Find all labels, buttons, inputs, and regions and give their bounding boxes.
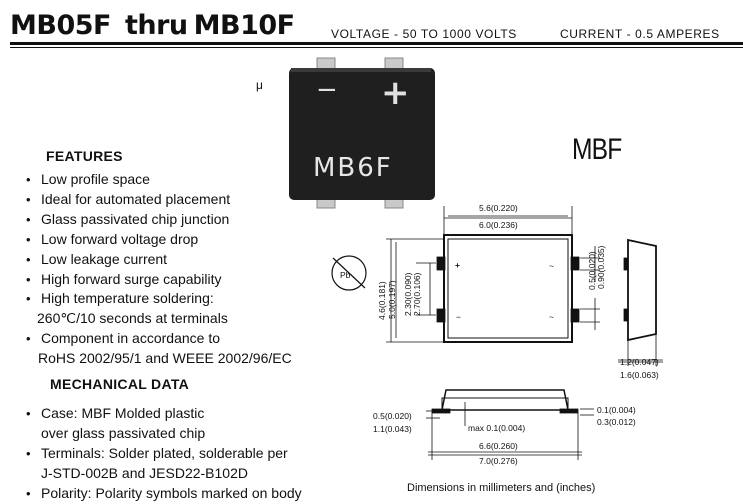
dim-lead-thickness-1: 0.5(0.020)	[373, 411, 412, 421]
side-view-body	[627, 238, 657, 342]
mu-symbol: μ	[256, 78, 263, 92]
dim-overall-2: 7.0(0.276)	[479, 456, 518, 466]
top-view-lead	[570, 308, 580, 323]
dim-pitch-2: 2.70(0.106)	[412, 272, 422, 316]
mechanical-list: Case: MBF Molded plastic over glass pass…	[26, 404, 302, 504]
feature-item: Low leakage current	[26, 250, 292, 270]
top-view-lead	[436, 308, 446, 323]
mechanical-heading: MECHANICAL DATA	[50, 376, 190, 392]
package-minus: −	[316, 75, 338, 105]
front-view-body	[441, 389, 569, 411]
package-body	[289, 68, 435, 200]
voltage-rating: VOLTAGE - 50 TO 1000 VOLTS	[331, 27, 517, 41]
dim-side-1: 1.2(0.047)	[620, 357, 659, 367]
feature-item-continued: RoHS 2002/95/1 and WEEE 2002/96/EC	[38, 350, 292, 367]
part-number-to: MB10F	[193, 10, 295, 41]
feature-item: Ideal for automated placement	[26, 190, 292, 210]
feature-item: High forward surge capability	[26, 270, 292, 290]
dim-standoff: max 0.1(0.004)	[468, 423, 525, 433]
title-rule	[10, 42, 743, 45]
top-view-body	[443, 234, 573, 343]
feature-item-continued: 260℃/10 seconds at terminals	[37, 310, 228, 327]
dim-lead-width-1: 0.5(0.020)	[587, 251, 597, 290]
dim-width-top-2: 6.0(0.236)	[479, 220, 518, 230]
package-plus: +	[381, 73, 410, 113]
dim-overall-1: 6.6(0.260)	[479, 441, 518, 451]
package-marking: MB6F	[313, 153, 393, 183]
pb-free-icon	[331, 255, 367, 291]
dim-lead-thickness-2: 1.1(0.043)	[373, 424, 412, 434]
current-rating: CURRENT - 0.5 AMPERES	[560, 27, 720, 41]
dim-lead-height-1: 0.1(0.004)	[597, 405, 636, 415]
features-list: Low profile space Ideal for automated pl…	[26, 170, 292, 369]
mechanical-item-continued: over glass passivated chip	[41, 424, 206, 441]
dim-width-top-1: 5.6(0.220)	[479, 203, 518, 213]
top-view-ac: ~	[549, 261, 554, 271]
mechanical-item-continued: J-STD-002B and JESD22-B102D	[41, 464, 248, 481]
package-photo: − + MB6F	[289, 57, 435, 209]
dim-lead-height-2: 0.3(0.012)	[597, 417, 636, 427]
dim-pitch-1: 2.30(0.090)	[403, 272, 413, 316]
dim-lead-width-2: 0.90(0.035)	[596, 245, 606, 289]
dim-side-2: 1.6(0.063)	[620, 370, 659, 380]
feature-item: Component in accordance to	[26, 329, 292, 349]
dimensions-note: Dimensions in millimeters and (inches)	[407, 482, 596, 494]
mechanical-item: Terminals: Solder plated, solderable per	[26, 444, 302, 464]
top-view-minus: −	[456, 312, 461, 322]
top-view-lead	[570, 256, 580, 271]
top-view-ac: ~	[549, 312, 554, 322]
mechanical-item: Polarity: Polarity symbols marked on bod…	[26, 484, 302, 504]
feature-item: Low profile space	[26, 170, 292, 190]
mechanical-item: Case: MBF Molded plastic	[26, 404, 302, 424]
features-heading: FEATURES	[46, 148, 123, 164]
package-name: MBF	[572, 133, 622, 166]
feature-item: Glass passivated chip junction	[26, 210, 292, 230]
feature-item: High temperature soldering:	[26, 289, 292, 309]
dimension-drawing: Pb + − ~ ~ 5.6(0.220) 6.0(0.236) 4.6(0.1…	[331, 203, 663, 466]
pb-free-label: Pb	[340, 270, 351, 280]
part-number-from: MB05F	[10, 10, 111, 41]
top-view-lead	[436, 256, 446, 271]
title-rule-thin	[10, 47, 743, 48]
front-view-lead	[559, 408, 579, 414]
dim-height-1: 4.6(0.181)	[377, 281, 387, 320]
dim-height-2: 5.0(0.197)	[387, 280, 397, 319]
top-view-plus: +	[455, 260, 460, 270]
thru-word: thru	[124, 10, 188, 41]
feature-item: Low forward voltage drop	[26, 230, 292, 250]
